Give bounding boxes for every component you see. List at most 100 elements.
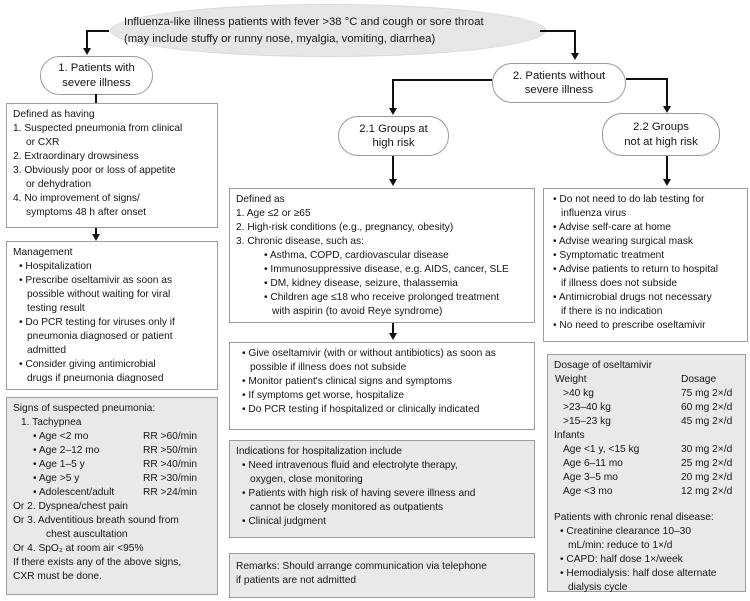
text-line: Indications for hospitalization include bbox=[236, 446, 402, 457]
node-label: 2.1 Groups at bbox=[359, 122, 428, 135]
text-line: Infants bbox=[554, 430, 585, 441]
node-label: 2. Patients without bbox=[512, 69, 606, 82]
text-line: influenza virus bbox=[561, 208, 627, 219]
connector-not-severe-to-high-risk bbox=[392, 79, 394, 109]
text-line: mL/min: reduce to 1×/d bbox=[568, 540, 673, 551]
text-line: 1. Suspected pneumonia from clinical bbox=[13, 123, 183, 134]
node-label: not at high risk bbox=[624, 135, 698, 148]
text-line: 2. High-risk conditions (e.g., pregnancy… bbox=[236, 222, 454, 233]
root-node-line2: (may include stuffy or runny nose, myalg… bbox=[124, 32, 436, 45]
arrow-down-icon bbox=[389, 333, 397, 340]
text-line: dialysis cycle bbox=[568, 582, 628, 593]
text-line: If there exists any of the above signs, bbox=[13, 557, 182, 568]
text-line: CXR must be done. bbox=[13, 571, 102, 582]
text-line: • Asthma, COPD, cardiovascular disease bbox=[264, 250, 449, 261]
connector-root-to-not-severe bbox=[574, 30, 576, 54]
text-line: drugs if pneumonia diagnosed bbox=[27, 373, 164, 384]
text-line: • If symptoms get worse, hospitalize bbox=[242, 390, 405, 401]
box-high-risk-definition: Defined as 1. Age ≤2 or ≥65 2. High-risk c… bbox=[229, 188, 535, 323]
text-line: chest auscultation bbox=[46, 529, 128, 540]
connector-root-to-severe bbox=[86, 30, 109, 32]
node-label: severe illness bbox=[524, 84, 594, 96]
text-line: • Creatinine clearance 10–30 bbox=[560, 526, 691, 537]
arrow-down-icon bbox=[663, 179, 671, 186]
connector-root-to-not-severe bbox=[540, 30, 576, 32]
text-line: with aspirin (to avoid Reye syndrome) bbox=[272, 306, 443, 317]
text-line: Signs of suspected pneumonia: bbox=[13, 403, 156, 414]
node-label: severe illness bbox=[62, 76, 131, 89]
box-high-risk-management: • Give oseltamivir (with or without anti… bbox=[229, 342, 535, 430]
text-line: • Advise patients to return to hospital bbox=[553, 264, 718, 275]
text-line: • Prescribe oseltamivir as soon as bbox=[19, 275, 173, 286]
text-line: testing result bbox=[27, 303, 85, 314]
text-line: oxygen, close monitoring bbox=[250, 474, 363, 485]
text-line: admitted bbox=[27, 345, 67, 356]
box-remarks: Remarks: Should arrange communication vi… bbox=[229, 553, 535, 598]
connector-high-risk-to-definition bbox=[392, 156, 394, 180]
connector-definition-to-management bbox=[95, 228, 97, 235]
text-line: Dosage of oseltamivir bbox=[554, 360, 652, 371]
text-line: • Hemodialysis: half dose alternate bbox=[560, 568, 717, 579]
arrow-down-icon bbox=[389, 108, 397, 115]
text-line: • Give oseltamivir (with or without anti… bbox=[242, 348, 496, 359]
text-line: • DM, kidney disease, seizure, thalassem… bbox=[264, 278, 458, 289]
arrow-down-icon bbox=[83, 48, 91, 55]
text-line: Remarks: Should arrange communication vi… bbox=[236, 561, 487, 572]
text-line: Defined as bbox=[236, 194, 285, 205]
text-line: 4. No improvement of signs/ bbox=[13, 193, 140, 204]
text-line: or dehydration bbox=[26, 179, 92, 190]
text-line: Or 4. SpO₂ at room air <95% bbox=[13, 543, 144, 554]
text-line: if patients are not admitted bbox=[236, 575, 357, 586]
connector-not-severe-to-high-risk bbox=[392, 79, 492, 81]
box-severe-definition: Defined as having 1. Suspected pneumonia … bbox=[6, 103, 218, 228]
text-line: • Symptomatic treatment bbox=[553, 250, 665, 261]
node-groups-at-high-risk: 2.1 Groups at high risk bbox=[338, 116, 449, 156]
node-without-severe-illness: 2. Patients without severe illness bbox=[492, 63, 626, 103]
root-node-line1: Influenza-like illness patients with fev… bbox=[124, 16, 484, 28]
text-line: • Need intravenous fluid and electrolyte… bbox=[242, 460, 458, 471]
text-line: cannot be closely monitored as outpatien… bbox=[250, 502, 444, 513]
box-not-high-risk-management: • Do not need to do lab testing for influ… bbox=[543, 188, 748, 342]
text-line: 1. Age ≤2 or ≥65 bbox=[236, 208, 311, 219]
text-line bbox=[552, 499, 743, 511]
flow-root-node: Influenza-like illness patients with fev… bbox=[110, 4, 546, 57]
text-line: • Advise wearing surgical mask bbox=[553, 236, 694, 247]
connector-not-severe-to-not-high-risk bbox=[666, 78, 668, 107]
text-line: • Do PCR testing if hospitalized or clin… bbox=[242, 404, 480, 415]
text-line: • Advise self-care at home bbox=[553, 222, 671, 233]
text-line: • Do not need to do lab testing for bbox=[553, 194, 705, 205]
text-line: • No need to prescribe oseltamivir bbox=[553, 320, 706, 331]
box-severe-management: Management• Hospitalization• Prescribe o… bbox=[6, 241, 218, 390]
connector-severe-to-definition bbox=[95, 94, 97, 103]
arrow-down-icon bbox=[92, 234, 100, 241]
text-line: • Immunosuppressive disease, e.g. AIDS, … bbox=[264, 264, 509, 275]
text-line: Patients with chronic renal disease: bbox=[554, 512, 714, 523]
text-line: Management bbox=[13, 247, 73, 258]
box-pneumonia-signs: Signs of suspected pneumonia:1. Tachypne… bbox=[6, 397, 218, 595]
root-node-label: Influenza-like illness patients with fev… bbox=[124, 14, 538, 47]
text-line: possible without waiting for viral bbox=[27, 289, 171, 300]
node-label: 1. Patients with bbox=[58, 62, 135, 75]
text-line: • Antimicrobial drugs not necessary bbox=[553, 292, 712, 303]
box-hospitalization-indications: Indications for hospitalization include •… bbox=[229, 440, 535, 538]
text-line: • CAPD: half dose 1×/week bbox=[560, 554, 683, 565]
text-line: 2. Extraordinary drowsiness bbox=[13, 151, 139, 162]
text-line: or CXR bbox=[26, 137, 60, 148]
arrow-down-icon bbox=[571, 53, 579, 60]
text-line: • Do PCR testing for viruses only if bbox=[19, 317, 175, 328]
text-line: • Consider giving antimicrobial bbox=[19, 359, 156, 370]
connector-root-to-severe bbox=[86, 30, 88, 49]
node-groups-not-at-high-risk: 2.2 Groups not at high risk bbox=[602, 113, 720, 156]
text-line: • Clinical judgment bbox=[242, 516, 326, 527]
text-line: Defined as having bbox=[13, 109, 95, 120]
